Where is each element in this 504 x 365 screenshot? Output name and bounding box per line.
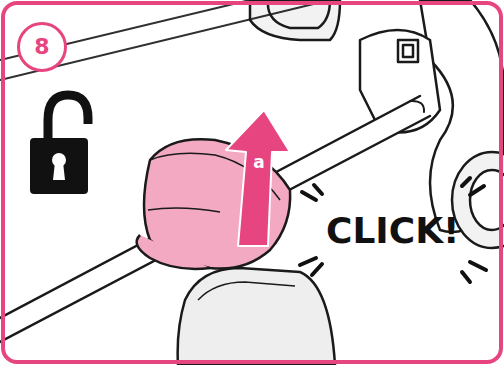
step-letter: a (248, 154, 270, 171)
click-text: CLICK! (326, 209, 460, 252)
direction-arrow: a (212, 108, 292, 250)
arrow-shape (212, 108, 292, 250)
step-number-circle: 8 (17, 22, 67, 72)
step-number: 8 (34, 36, 49, 58)
